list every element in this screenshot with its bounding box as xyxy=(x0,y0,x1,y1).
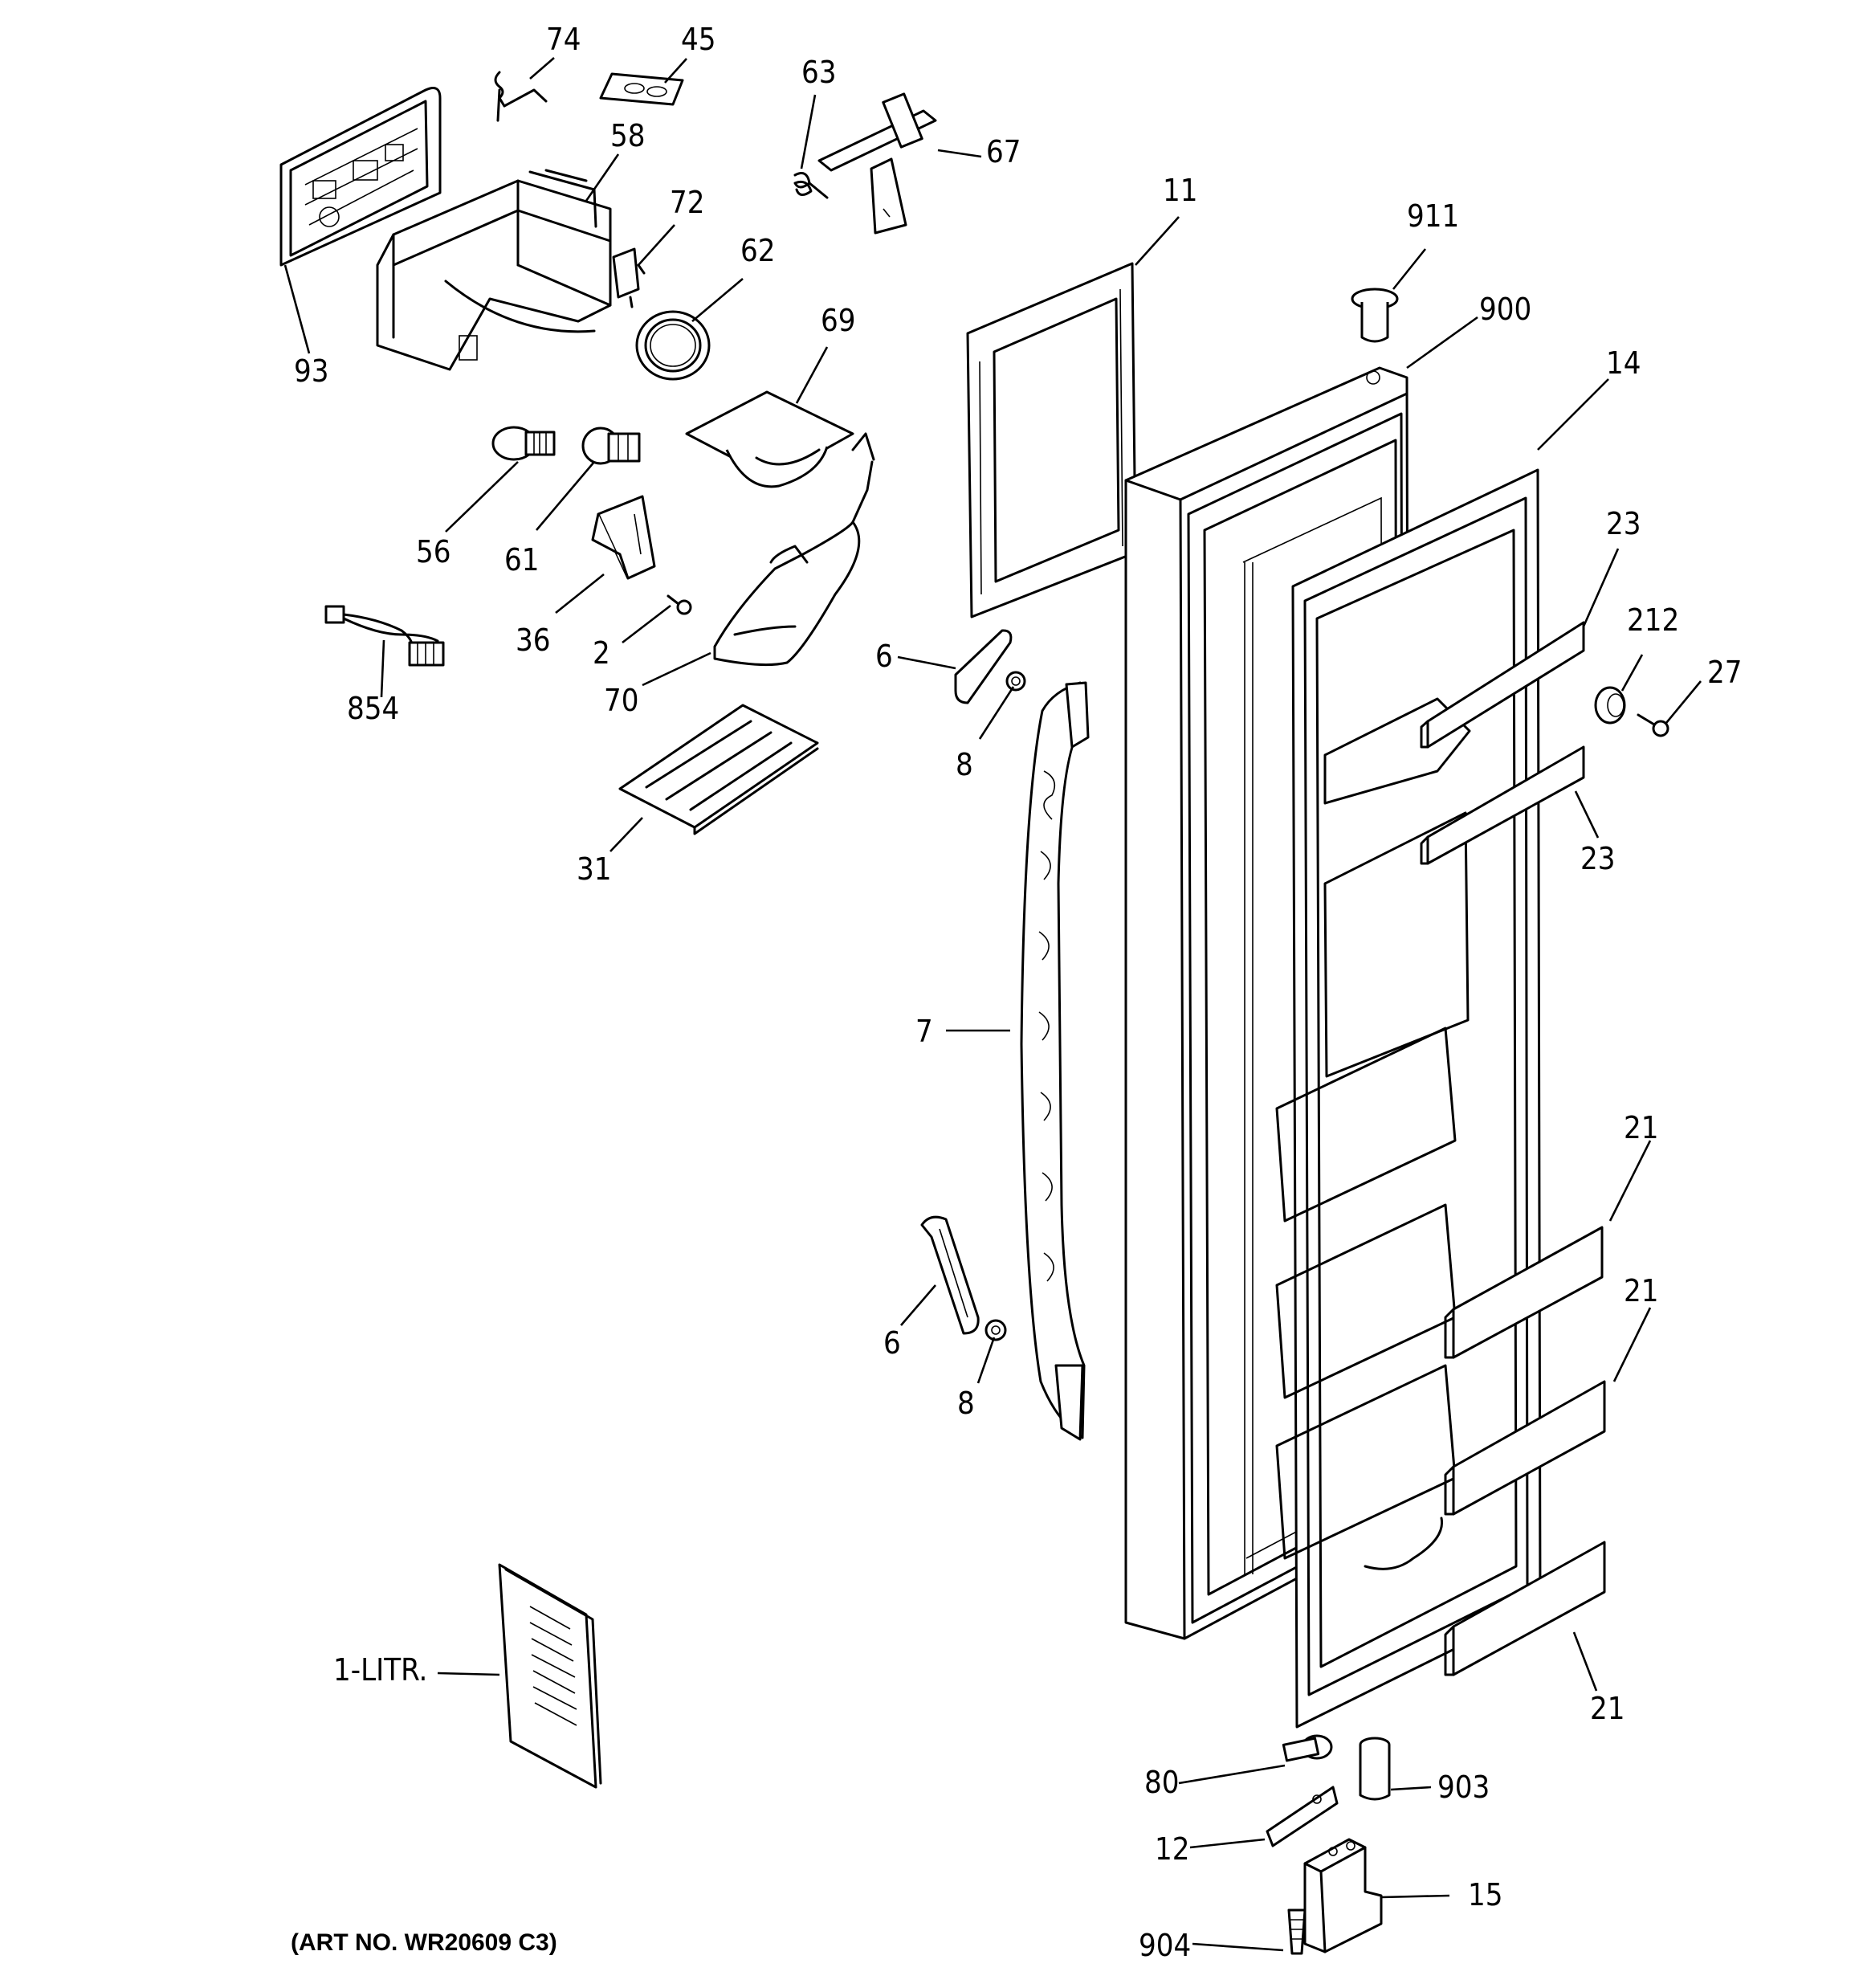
callout-27: 27 xyxy=(1707,655,1743,690)
callout-8-upper: 8 xyxy=(956,747,973,782)
callout-58: 58 xyxy=(610,118,646,153)
callout-labels: 74 45 63 67 58 72 62 93 69 11 911 900 14… xyxy=(291,22,1743,1963)
callout-56: 56 xyxy=(416,534,451,569)
part-911-bushing xyxy=(1351,288,1399,343)
part-21-bin-middle xyxy=(1444,1380,1606,1516)
callout-12: 12 xyxy=(1155,1831,1190,1867)
part-12-plate xyxy=(1266,1786,1339,1847)
part-21-bin-upper xyxy=(1444,1226,1604,1359)
part-62-ring xyxy=(635,310,711,381)
part-6-lower-handle-cap xyxy=(920,1215,980,1335)
part-23-shelf-rail-lower xyxy=(1420,745,1585,865)
part-11-recess-frame xyxy=(966,262,1137,618)
callout-1-litr: 1-LITR. xyxy=(333,1652,427,1688)
part-72-switch xyxy=(612,247,646,308)
callout-854: 854 xyxy=(347,691,399,726)
callout-212: 212 xyxy=(1627,602,1679,638)
callout-74: 74 xyxy=(546,22,581,57)
callout-6-lower: 6 xyxy=(883,1325,901,1361)
part-7-handle xyxy=(1020,681,1090,1441)
callout-67: 67 xyxy=(986,134,1021,169)
part-23-shelf-rail-upper xyxy=(1420,621,1585,749)
part-27-screw xyxy=(1637,713,1669,737)
part-80-roller xyxy=(1282,1734,1333,1762)
callout-31: 31 xyxy=(577,851,612,887)
callout-61: 61 xyxy=(504,542,540,578)
part-63-spring xyxy=(793,172,829,199)
callout-21-upper: 21 xyxy=(1624,1110,1659,1145)
part-70-chute xyxy=(713,460,874,667)
callout-2: 2 xyxy=(593,635,610,671)
part-2-screw xyxy=(667,594,692,615)
callout-21-lower: 21 xyxy=(1590,1691,1625,1726)
callout-904: 904 xyxy=(1139,1928,1191,1963)
callout-69: 69 xyxy=(821,303,856,338)
part-74-spring xyxy=(494,71,548,122)
part-31-drip-tray xyxy=(618,704,819,835)
callout-80: 80 xyxy=(1144,1765,1180,1800)
callout-93: 93 xyxy=(294,353,329,389)
callout-911: 911 xyxy=(1407,198,1459,234)
part-21-bin-lower xyxy=(1444,1541,1606,1676)
callout-6-upper: 6 xyxy=(875,639,893,674)
callout-70: 70 xyxy=(604,683,639,718)
callout-72: 72 xyxy=(670,185,705,220)
callout-900: 900 xyxy=(1479,292,1531,327)
callout-63: 63 xyxy=(801,55,837,90)
callout-11: 11 xyxy=(1163,173,1198,208)
leader-lines xyxy=(283,57,1702,1952)
part-67-linkage xyxy=(817,92,937,235)
callout-7: 7 xyxy=(915,1014,933,1049)
callout-23-upper: 23 xyxy=(1606,506,1641,541)
callout-15: 15 xyxy=(1468,1877,1503,1912)
part-36-bracket xyxy=(591,495,656,580)
part-8-lower-screw xyxy=(984,1319,1007,1341)
part-1-litr-literature xyxy=(498,1563,602,1789)
callout-36: 36 xyxy=(516,623,551,658)
part-93-control-board xyxy=(279,87,442,267)
part-6-upper-handle-cap xyxy=(954,629,1013,704)
art-number: (ART NO. WR20609 C3) xyxy=(291,1929,557,1956)
part-854-harness xyxy=(324,605,445,667)
callout-21-middle: 21 xyxy=(1624,1273,1659,1308)
part-56-bulb xyxy=(491,426,556,461)
callout-23-lower: 23 xyxy=(1580,841,1616,876)
part-61-socket xyxy=(581,427,641,465)
part-45-bracket xyxy=(599,72,684,106)
part-904-screw xyxy=(1287,1908,1307,1955)
callout-8-lower: 8 xyxy=(957,1386,975,1421)
part-15-hinge xyxy=(1303,1838,1383,1953)
part-903-sleeve xyxy=(1359,1737,1391,1801)
part-8-upper-screw xyxy=(1005,671,1026,692)
callout-903: 903 xyxy=(1437,1770,1490,1805)
callout-14: 14 xyxy=(1606,345,1641,381)
part-69-funnel xyxy=(685,390,875,488)
part-212-cap xyxy=(1594,686,1626,725)
callout-45: 45 xyxy=(681,22,716,57)
callout-62: 62 xyxy=(740,233,776,268)
